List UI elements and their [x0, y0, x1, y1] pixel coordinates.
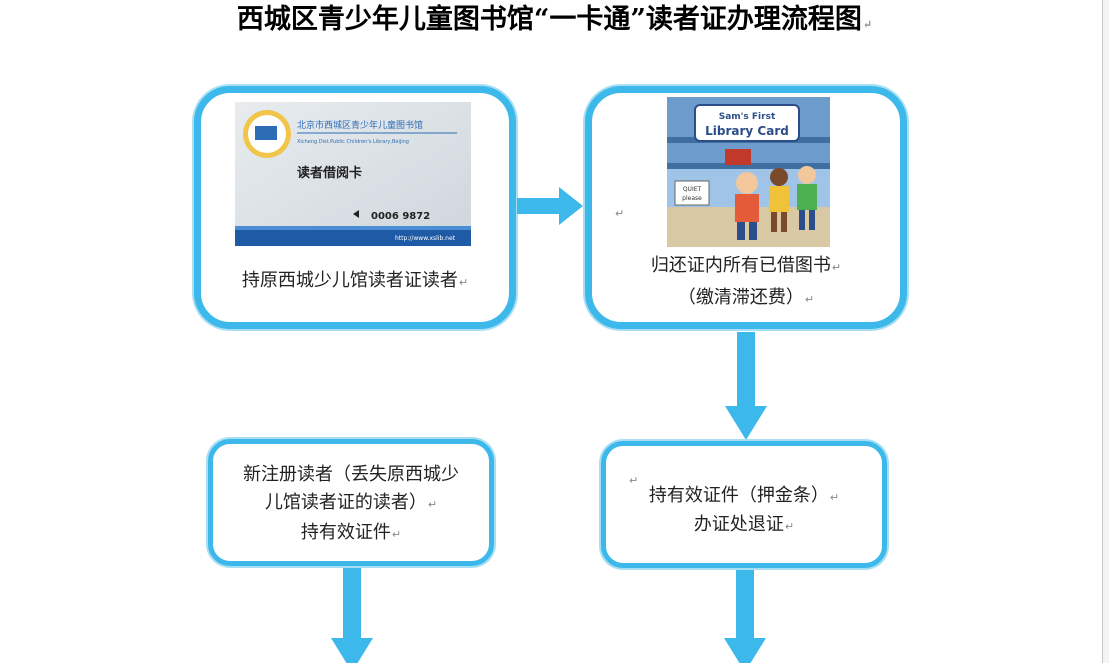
library-card-photo: 北京市西城区青少年儿童图书馆 Xicheng Dist.Public Child…: [235, 102, 471, 246]
card-url: http://www.xslib.net: [395, 235, 456, 242]
step-2-line-1: 归还证内所有已借图书↵: [650, 255, 842, 276]
cursor-paragraph-mark-2: ↵: [629, 474, 639, 487]
step-2-text: 归还证内所有已借图书↵ （缴清滞还费）↵: [591, 253, 901, 313]
page-title: 西城区青少年儿童图书馆“一卡通”读者证办理流程图↵: [236, 4, 873, 35]
arrow-down-icon-3: [724, 570, 766, 663]
card-number: 0006 9872: [371, 211, 430, 222]
step-1-text: 持原西城少儿馆读者证读者↵: [200, 268, 510, 296]
card-title: 读者借阅卡: [297, 165, 362, 181]
book-title-line-1: Sam's First: [719, 112, 776, 122]
scrollbar[interactable]: [1102, 0, 1109, 663]
step-2-line-2: （缴清滞还费）↵: [677, 287, 815, 308]
card-arrow-icon: [353, 210, 359, 218]
book-sign-line-2: please: [682, 195, 702, 202]
child-figure-3: [798, 166, 816, 184]
child-figure-1: [736, 172, 758, 194]
step-3-text: 新注册读者（丢失原西城少 儿馆读者证的读者）↵ 持有效证件↵: [214, 461, 488, 549]
step-3-line-1: 新注册读者（丢失原西城少: [243, 464, 459, 485]
card-library-name-en: Xicheng Dist.Public Children's Library,B…: [297, 139, 409, 145]
book-title-line-2: Library Card: [705, 124, 789, 138]
arrow-down-icon-2: [331, 568, 373, 663]
card-library-name-cn: 北京市西城区青少年儿童图书馆: [297, 119, 423, 131]
book-cover-image: Sam's First Library Card QUIET please: [667, 97, 830, 247]
arrow-right-icon: [517, 187, 583, 225]
child-figure-2: [770, 168, 788, 186]
step-4-text: 持有效证件（押金条）↵ 办证处退证↵: [607, 482, 881, 540]
step-box-3: [208, 439, 494, 566]
book-sign-line-1: QUIET: [683, 186, 702, 193]
cursor-paragraph-mark: ↵: [615, 207, 625, 220]
arrow-down-icon-1: [725, 332, 767, 440]
step-box-4: [601, 441, 887, 568]
step-3-line-2: 儿馆读者证的读者）↵: [264, 492, 438, 513]
step-4-line-1: 持有效证件（押金条）↵: [648, 485, 840, 506]
step-4-line-2: 办证处退证↵: [693, 514, 795, 535]
step-1-line-1: 持原西城少儿馆读者证读者↵: [241, 270, 469, 291]
step-3-line-3: 持有效证件↵: [300, 522, 402, 543]
